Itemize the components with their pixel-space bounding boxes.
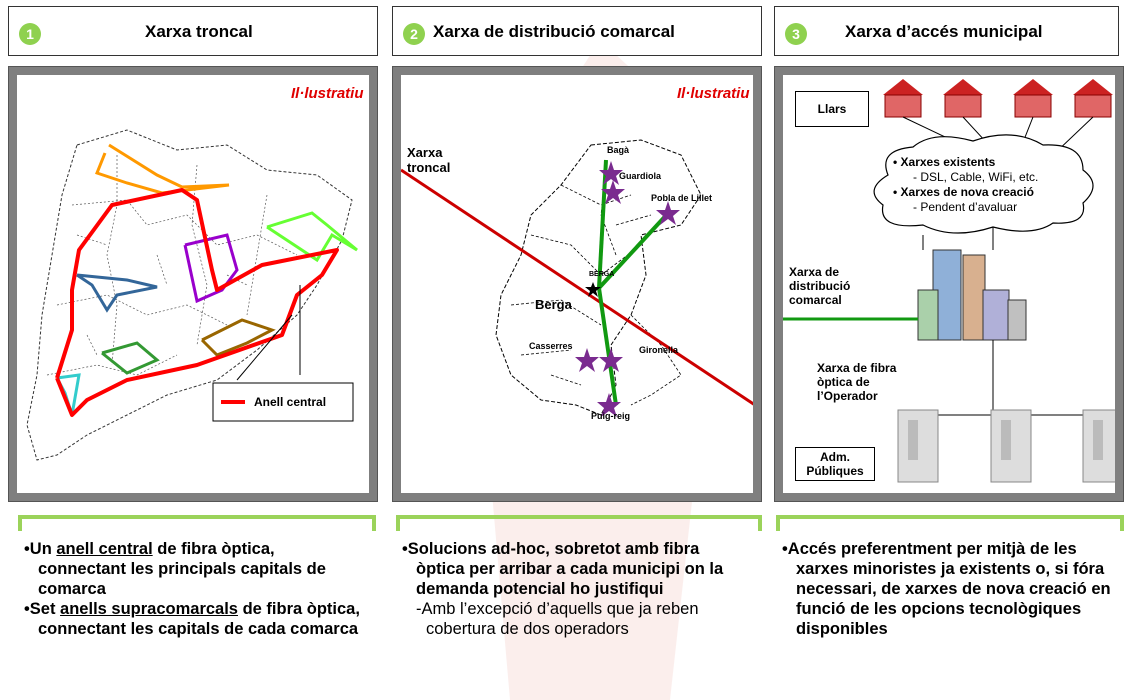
header-acces-municipal: 3 Xarxa d’accés municipal [774, 6, 1119, 56]
public-buildings [897, 409, 1115, 483]
bottom-text-2: •Solucions ad-hoc, sobretot amb fibra òp… [402, 539, 752, 639]
legend-label: Anell central [254, 395, 327, 409]
fiber-label: Xarxa de fibra òptica de l’Operador [817, 361, 897, 403]
star-pobla [656, 201, 680, 225]
illustrative-tag-2: Il·lustratiu [677, 85, 750, 102]
bullet-3: •Solucions ad-hoc, sobretot amb fibra òp… [402, 540, 724, 598]
town-label-berga: Berga [535, 297, 572, 312]
ring-brown [200, 318, 276, 357]
cloud-line-2: - DSL, Cable, WiFi, etc. [913, 170, 1039, 184]
ring-light-green [266, 211, 358, 263]
public-admin-label: Adm. Públiques [795, 447, 875, 481]
bullet-2-post: de fibra òptica, connectant les capitals… [38, 600, 360, 638]
branch-puigreig [597, 287, 618, 406]
bottom-col-2: •Solucions ad-hoc, sobretot amb fibra òp… [396, 515, 762, 700]
bullet-1: •Un anell central de fibra òptica, conne… [24, 539, 364, 599]
ring-dark-green [101, 341, 160, 375]
town-stars [575, 161, 680, 417]
bullet-1-underlined: anell central [56, 540, 153, 558]
homes-label: Llars [795, 91, 869, 127]
header-title-1: Xarxa troncal [145, 22, 253, 41]
ring-blue [76, 273, 158, 313]
catalonia-map [26, 129, 358, 461]
bullet-1-pre: •Un [24, 540, 57, 558]
ring-orange [95, 143, 230, 195]
house-2-icon [943, 79, 983, 118]
bullet-4: •Accés preferentment per mitjà de les xa… [782, 540, 1111, 638]
branch-pobla [597, 208, 673, 290]
bottom-col-3: •Accés preferentment per mitjà de les xa… [776, 515, 1124, 700]
star-baga [599, 161, 623, 185]
bottom-text-3: •Accés preferentment per mitjà de les xa… [782, 539, 1124, 639]
header-title-2: Xarxa de distribució comarcal [433, 22, 675, 41]
public-building-3-icon [1082, 409, 1115, 483]
header-title-3: Xarxa d’accés municipal [845, 22, 1043, 41]
star-puigreig [597, 393, 621, 417]
ring-central [55, 188, 339, 417]
star-guardiola [601, 180, 625, 204]
town-label-gironella: Gironella [639, 345, 679, 355]
trunk-label: Xarxa troncal [407, 145, 451, 175]
step-number-3: 3 [785, 23, 807, 45]
panel-acces-municipal: Llars • Xarxes existents - DSL, Cable, W… [774, 66, 1124, 502]
public-building-2-icon [990, 409, 1032, 483]
star-casserres [575, 348, 599, 372]
homes [883, 79, 1113, 118]
panel-xarxa-troncal: Il·lustratiu Anell central [8, 66, 378, 502]
header-distribucio-comarcal: 2 Xarxa de distribució comarcal [392, 6, 762, 56]
bullet-2: •Set anells supracomarcals de fibra òpti… [24, 599, 364, 639]
bullet-2-pre: •Set [24, 600, 61, 618]
cloud-line-3: • Xarxes de nova creació [893, 185, 1034, 199]
distribution-label: Xarxa de distribució comarcal [789, 265, 851, 307]
region-outline [26, 129, 353, 461]
office-tower-icon [917, 249, 1027, 341]
town-label-guardiola: Guardiola [619, 171, 662, 181]
star-gironella [599, 348, 623, 372]
ring-purple [183, 233, 239, 304]
bottom-col-1: •Un anell central de fibra òptica, conne… [18, 515, 376, 700]
town-label-pobla: Pobla de Lillet [651, 193, 713, 203]
trunk-line [401, 168, 753, 406]
town-label-baga: Bagà [607, 145, 630, 155]
town-label-casserres: Casserres [529, 341, 573, 351]
house-1-icon [883, 79, 923, 118]
bullet-2-underlined: anells supracomarcals [60, 600, 238, 618]
bullet-1-post: de fibra òptica, connectant les principa… [38, 540, 326, 598]
comarca-borders [46, 155, 298, 376]
star-berga [585, 282, 601, 297]
header-xarxa-troncal: 1 Xarxa troncal [8, 6, 378, 56]
network-cloud [873, 134, 1094, 234]
step-number-2: 2 [403, 23, 425, 45]
illustrative-tag-1: Il·lustratiu [291, 85, 364, 102]
leader-line-2 [236, 314, 293, 381]
sub-bullet-1: -Amb l’excepció d’aquells que ja reben c… [416, 600, 699, 638]
cloud-text: • Xarxes existents - DSL, Cable, WiFi, e… [893, 155, 1038, 215]
step-number-1: 1 [19, 23, 41, 45]
bottom-text-1: •Un anell central de fibra òptica, conne… [24, 539, 364, 639]
panel-distribucio-comarcal: Il·lustratiu Xarxa troncal Bagà Guardiol… [392, 66, 762, 502]
bergueda-map [401, 139, 753, 417]
public-building-1-icon [897, 409, 939, 483]
cloud-line-4: - Pendent d’avaluar [913, 200, 1018, 214]
cloud-line-1: • Xarxes existents [893, 155, 996, 169]
hub-label: BERGA [589, 271, 615, 278]
access-network-diagram [783, 79, 1115, 483]
house-3-icon [1013, 79, 1053, 118]
town-label-puigreig: Puig-reig [591, 411, 631, 421]
house-4-icon [1073, 79, 1113, 118]
